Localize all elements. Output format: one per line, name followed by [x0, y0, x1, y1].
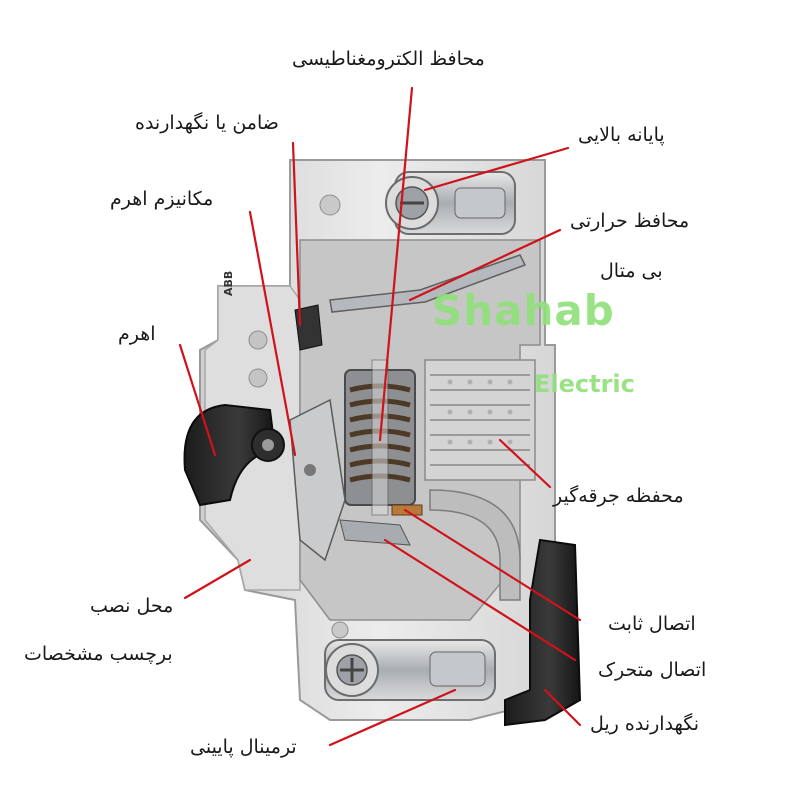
label-top-terminal: پایانه بالایی — [578, 124, 665, 146]
label-arc-chamber: محفظه جرقه‌گیر — [553, 485, 684, 507]
leader-label-location — [183, 558, 252, 600]
label-bimetal: بی متال — [600, 260, 663, 282]
label-label-location-line1: محل نصب — [90, 595, 174, 617]
bimetal-strip — [329, 254, 527, 313]
label-moving-contact: اتصال متحرک — [598, 659, 707, 681]
brand-logo: ABB — [222, 270, 235, 296]
label-electromagnetic-protector: محافظ الکترومغناطیسی — [292, 48, 485, 70]
leader-moving-contact — [383, 538, 577, 662]
latch-part — [294, 304, 323, 351]
face-hole-4 — [331, 621, 349, 639]
leader-lever-mechanism — [248, 210, 297, 457]
face-hole-2 — [248, 368, 268, 388]
leader-top-terminal — [423, 146, 570, 192]
mechanism-pivot — [304, 464, 316, 476]
label-fixed-contact: اتصال ثابت — [608, 613, 696, 635]
bottom-terminal-part — [324, 639, 496, 701]
label-rail-holder: نگهدارنده ریل — [590, 713, 700, 735]
leader-guarantor — [291, 141, 302, 327]
leader-lever — [178, 343, 217, 457]
label-thermal-protector: محافظ حرارتی — [570, 210, 690, 232]
watermark-line1: Shahab — [432, 286, 615, 335]
leader-arc-chamber — [498, 438, 552, 489]
leader-thermal — [408, 228, 562, 302]
arc-chute-part — [424, 359, 536, 481]
face-hole-1 — [248, 330, 268, 350]
label-guarantor-holder: ضامن یا نگهدارنده — [135, 112, 279, 134]
leader-electromagnetic — [378, 86, 414, 442]
face-hole-3 — [319, 194, 341, 216]
top-terminal-part — [385, 171, 516, 235]
label-lever-mechanism: مکانیزم اهرم — [110, 188, 214, 210]
mechanism-plate — [289, 398, 346, 562]
leader-bottom-terminal — [328, 688, 457, 747]
arc-runner-curve — [429, 489, 521, 601]
watermark-line2: Electric — [534, 370, 635, 398]
label-label-location-line2: برچسب مشخصات — [24, 643, 173, 665]
rail-holder-part — [504, 538, 582, 727]
leader-rail-holder — [543, 688, 582, 727]
label-lever: اهرم — [118, 323, 156, 345]
moving-contact-part — [339, 519, 411, 546]
label-bottom-terminal: ترمینال پایینی — [190, 736, 297, 758]
leader-fixed-contact — [403, 508, 582, 622]
